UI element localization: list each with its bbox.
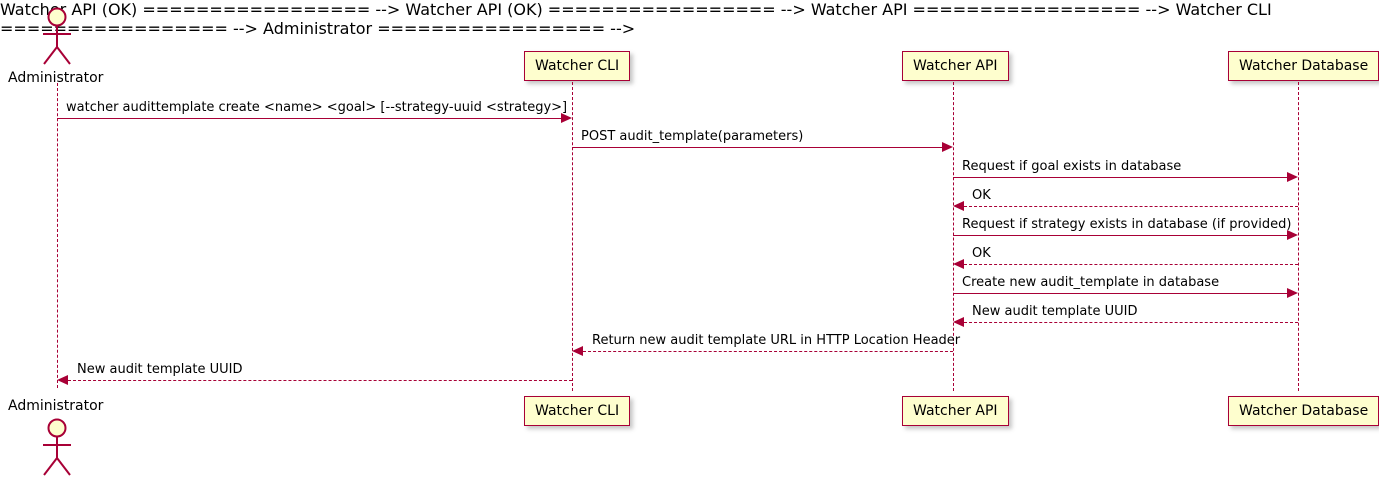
participant-box-watcher-cli-top[interactable]: Watcher CLI (524, 51, 631, 81)
actor-label-administrator-bottom: Administrator (8, 398, 104, 414)
message-line-0 (57, 118, 561, 119)
participant-box-watcher-cli-bottom[interactable]: Watcher CLI (524, 396, 631, 426)
message-line-8 (583, 351, 953, 352)
message-line-1 (572, 147, 942, 148)
message-line-5 (964, 264, 1298, 265)
lifeline-watcher-api (953, 82, 954, 391)
message-line-9 (68, 380, 572, 381)
participant-box-watcher-database-bottom[interactable]: Watcher Database (1228, 396, 1379, 426)
participant-box-watcher-api-top[interactable]: Watcher API (902, 51, 1009, 81)
message-arrowhead-1 (942, 142, 953, 152)
message-line-6 (953, 293, 1287, 294)
actor-label-administrator-top: Administrator (8, 70, 104, 86)
actor-administrator-bottom (32, 415, 82, 481)
lifeline-watcher-database (1298, 82, 1299, 391)
message-arrowhead-0 (561, 113, 572, 123)
lifeline-watcher-cli (572, 82, 573, 391)
message-label-0: watcher audittemplate create <name> <goa… (66, 100, 568, 115)
message-line-7 (964, 322, 1298, 323)
participant-box-watcher-database-top[interactable]: Watcher Database (1228, 51, 1379, 81)
participant-box-watcher-api-bottom[interactable]: Watcher API (902, 396, 1009, 426)
actor-stick-figure-icon (43, 7, 71, 65)
message-label-7: New audit template UUID (972, 304, 1138, 319)
message-arrowhead-9 (57, 375, 68, 385)
lifeline-administrator (57, 83, 58, 388)
message-arrowhead-7 (953, 317, 964, 327)
message-label-2: Request if goal exists in database (962, 159, 1182, 174)
message-line-3 (964, 206, 1298, 207)
message-label-8: Return new audit template URL in HTTP Lo… (592, 333, 961, 348)
message-label-5: OK (972, 246, 991, 261)
actor-stick-figure-icon (43, 418, 71, 476)
message-label-3: OK (972, 188, 991, 203)
message-line-2 (953, 177, 1287, 178)
message-label-4: Request if strategy exists in database (… (962, 217, 1292, 232)
message-arrowhead-3 (953, 201, 964, 211)
message-arrowhead-5 (953, 259, 964, 269)
message-label-9: New audit template UUID (77, 362, 243, 377)
message-label-1: POST audit_template(parameters) (581, 129, 804, 144)
message-arrowhead-8 (572, 346, 583, 356)
message-arrowhead-2 (1287, 172, 1298, 182)
message-arrowhead-6 (1287, 288, 1298, 298)
message-label-6: Create new audit_template in database (962, 275, 1220, 290)
message-line-4 (953, 235, 1287, 236)
actor-administrator-top (32, 4, 82, 70)
message-arrowhead-4 (1287, 230, 1298, 240)
